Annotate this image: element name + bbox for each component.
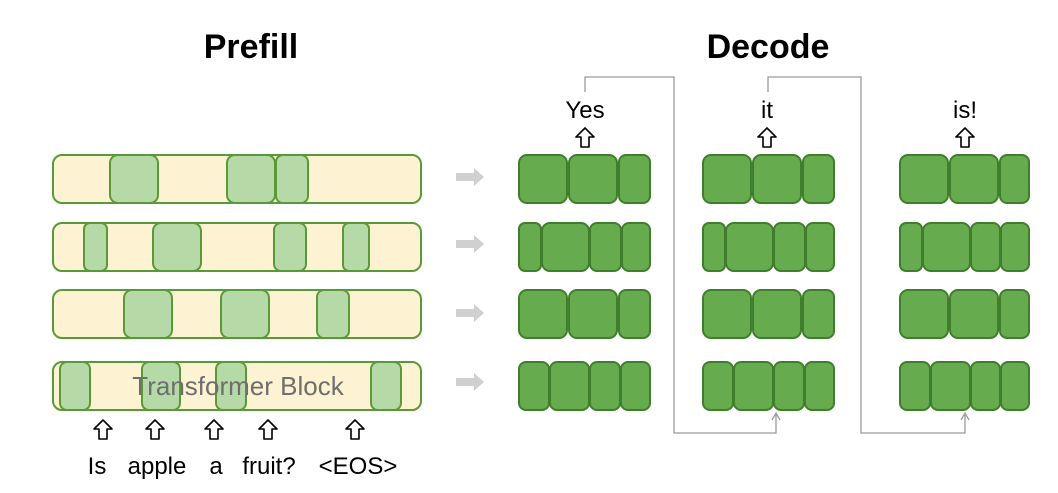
decode-block [725,222,774,272]
hollow-up-arrow-icon [204,419,224,440]
decode-block [541,222,590,272]
decode-block [949,154,999,204]
attention-block [141,361,181,411]
attention-block [226,154,276,204]
decode-block [568,154,618,204]
attention-block [220,289,270,339]
hollow-up-arrow-icon [757,127,777,148]
decode-block [773,222,806,272]
hollow-up-arrow-icon [93,419,113,440]
decode-block [804,361,835,411]
attention-block [59,361,91,411]
decode-block [518,289,568,339]
decode-block [702,222,726,272]
decode-block [733,361,774,411]
layer-arrows [456,168,484,391]
decode-block [930,361,971,411]
decode-block [970,361,1001,411]
decode-output-word: is! [953,97,977,124]
decode-block [618,289,651,339]
hollow-up-arrow-icon [258,419,278,440]
input-token: apple [128,453,187,480]
decode-block [805,222,835,272]
attention-block [215,361,247,411]
decode-block [773,361,805,411]
decode-block [518,154,568,204]
decode-block [752,154,802,204]
decode-outputs: Yes it is! [565,97,977,148]
attention-block [370,361,402,411]
decode-block [922,222,971,272]
feedback-arrowhead [960,411,970,421]
decode-block [899,222,923,272]
hollow-up-arrow-icon [345,419,365,440]
right-arrow-icon [456,373,484,391]
decode-block [518,222,542,272]
attention-block [273,222,307,272]
prefill-layer-4: Transformer Block [52,361,422,411]
decode-block [949,289,999,339]
input-token: <EOS> [319,453,398,480]
prefill-layer-2 [52,222,422,272]
prefill-stack: Transformer Block [52,154,422,411]
decode-column-3 [899,154,1030,411]
feedback-arrowhead [771,411,781,421]
decode-block [702,361,734,411]
input-token: a [209,453,223,480]
decode-block [899,361,931,411]
decode-block [702,154,752,204]
decode-block [802,154,835,204]
decode-title: Decode [707,28,830,66]
decode-block [899,154,949,204]
attention-block [123,289,173,339]
input-token: fruit? [242,453,295,480]
decode-block [970,222,1001,272]
hollow-up-arrow-icon [955,127,975,148]
right-arrow-icon [456,304,484,322]
decode-block [1000,361,1030,411]
prefill-layer-3 [52,289,422,339]
decode-block [568,289,618,339]
transformer-block-label: Transformer Block [132,371,344,401]
right-arrow-icon [456,168,484,186]
decode-column-1 [518,154,651,411]
input-token: Is [88,453,107,480]
right-arrow-icon [456,235,484,253]
hollow-up-arrow-icon [575,127,595,148]
decode-column-2 [702,154,835,411]
decode-block [518,361,550,411]
decode-output-word: Yes [565,97,604,124]
decode-block [999,289,1030,339]
decode-block [899,289,949,339]
decode-block [549,361,590,411]
attention-block [316,289,350,339]
decode-block [618,154,651,204]
attention-block [83,222,108,272]
prefill-layer-bar [52,222,422,272]
attention-block [342,222,370,272]
feedback-connectors [584,76,970,434]
decode-block [999,154,1030,204]
attention-block [152,222,202,272]
feedback-line-yes [584,76,777,434]
hollow-up-arrow-icon [145,419,165,440]
decode-block [589,361,621,411]
decode-block [620,361,651,411]
prefill-title: Prefill [204,28,298,66]
prefill-layer-1 [52,154,422,204]
feedback-line-it [767,76,966,434]
attention-block [275,154,309,204]
decode-block [802,289,835,339]
decode-block [702,289,752,339]
decode-output-word: it [761,97,773,124]
attention-block [109,154,159,204]
decode-block [589,222,622,272]
prefill-input-tokens: Is apple a fruit? <EOS> [88,419,398,480]
decode-block [621,222,651,272]
decode-block [752,289,802,339]
decode-block [1000,222,1030,272]
